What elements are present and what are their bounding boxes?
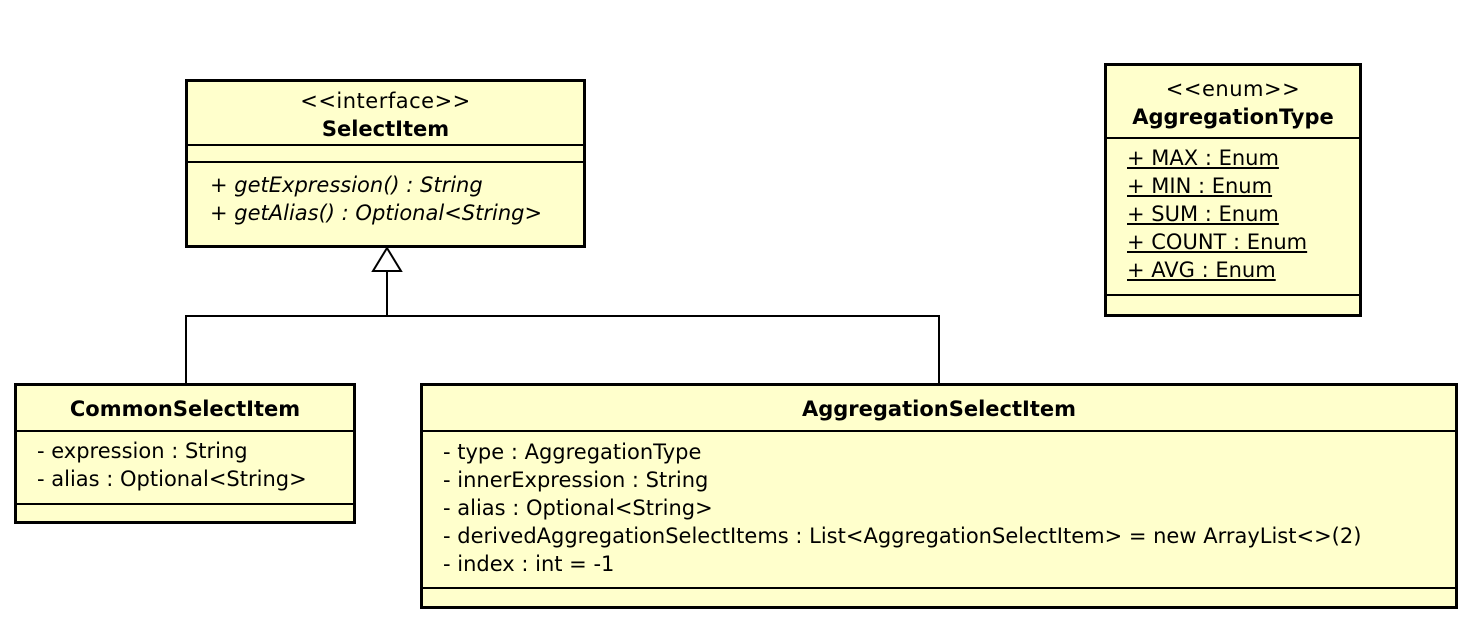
aggregation-select-item-name: AggregationSelectItem [801, 397, 1076, 421]
aggregation-select-item-attribute: - type : AggregationType [443, 440, 702, 464]
aggregation-select-item-attribute: - alias : Optional<String> [443, 496, 713, 520]
enum-literal: + SUM : Enum [1127, 202, 1279, 226]
select-item-method: + getAlias() : Optional<String> [210, 201, 543, 225]
enum-literal: + COUNT : Enum [1127, 230, 1308, 254]
aggregation-select-item-attribute: - innerExpression : String [443, 468, 709, 492]
enum-literal: + AVG : Enum [1127, 258, 1276, 282]
aggregation-type-methods-section [1107, 294, 1359, 314]
select-item-header: <<interface>> SelectItem [188, 82, 583, 144]
aggregation-select-item-attribute: - index : int = -1 [443, 552, 615, 576]
aggregation-type-literals-section: + MAX : Enum + MIN : Enum + SUM : Enum +… [1107, 137, 1359, 294]
common-select-item-header: CommonSelectItem [17, 386, 353, 430]
aggregation-select-item-attributes-section: - type : AggregationType - innerExpressi… [423, 430, 1455, 587]
common-select-item-attribute: - expression : String [37, 439, 248, 463]
aggregation-type-name: AggregationType [1132, 105, 1334, 129]
common-select-item-methods-section [17, 503, 353, 521]
select-item-method: + getExpression() : String [210, 173, 483, 197]
select-item-attributes-section [188, 144, 583, 161]
aggregation-select-item-class[interactable]: AggregationSelectItem - type : Aggregati… [420, 383, 1458, 609]
select-item-class[interactable]: <<interface>> SelectItem + getExpression… [185, 79, 586, 248]
common-select-item-attribute: - alias : Optional<String> [37, 467, 307, 491]
aggregation-select-item-attribute: - derivedAggregationSelectItems : List<A… [443, 524, 1362, 548]
select-item-methods-section: + getExpression() : String + getAlias() … [188, 161, 583, 231]
enum-literal: + MIN : Enum [1127, 174, 1273, 198]
select-item-name: SelectItem [321, 117, 450, 141]
enum-literal: + MAX : Enum [1127, 146, 1279, 170]
aggregation-select-item-header: AggregationSelectItem [423, 386, 1455, 430]
common-select-item-attributes-section: - expression : String - alias : Optional… [17, 430, 353, 503]
common-select-item-inheritance-line [185, 315, 387, 384]
aggregation-type-stereotype: <<enum>> [1165, 77, 1301, 101]
common-select-item-class[interactable]: CommonSelectItem - expression : String -… [14, 383, 356, 524]
aggregation-type-header: <<enum>> AggregationType [1107, 66, 1359, 137]
aggregation-select-item-methods-section [423, 587, 1455, 606]
aggregation-type-enum[interactable]: <<enum>> AggregationType + MAX : Enum + … [1104, 63, 1362, 317]
select-item-stereotype: <<interface>> [300, 89, 471, 113]
aggregation-select-item-inheritance-line [387, 315, 940, 384]
generalization-arrow-icon [371, 246, 403, 272]
common-select-item-name: CommonSelectItem [69, 397, 301, 421]
